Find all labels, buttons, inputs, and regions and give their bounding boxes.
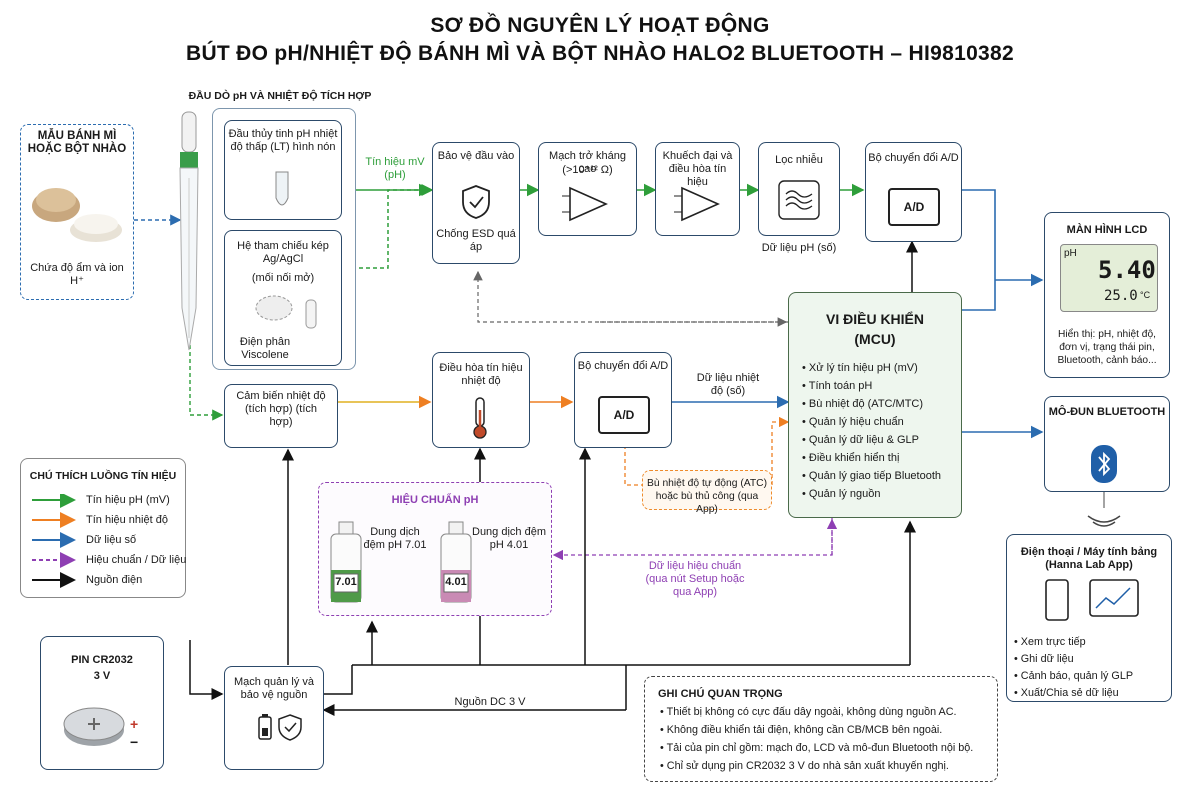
- mcu-item: Điều khiển hiển thị: [802, 452, 900, 464]
- diagram-title: SƠ ĐỒ NGUYÊN LÝ HOẠT ĐỘNG: [430, 14, 770, 37]
- shield-icon: [462, 185, 490, 219]
- legend-box: [20, 458, 186, 598]
- filter-title: Lọc nhiễu: [775, 154, 823, 166]
- legend-item: Hiệu chuẩn / Dữ liệu: [86, 554, 187, 566]
- diagram-subtitle: BÚT ĐO pH/NHIỆT ĐỘ BÁNH MÌ VÀ BỘT NHÀO H…: [185, 42, 1014, 65]
- battery-box: [40, 636, 164, 770]
- bluetooth-module-title: MÔ-ĐUN BLUETOOTH: [1048, 406, 1166, 418]
- bread-dough-illustration: [32, 188, 122, 242]
- legend-title: CHÚ THÍCH LUỒNG TÍN HIỆU: [29, 470, 177, 482]
- input-protection-title: Bảo vệ đầu vào: [437, 150, 515, 162]
- high-impedance-subtitle: (>10⁺¹² Ω): [562, 164, 613, 176]
- buffer-401-value: 4.01: [445, 576, 467, 588]
- buffer-701-label: Dung dịch đệm pH 7.01: [363, 526, 427, 551]
- legend-item: Dữ liệu số: [86, 534, 137, 546]
- legend-item: Tín hiệu pH (mV): [86, 494, 170, 506]
- battery-voltage: 3 V: [93, 670, 111, 682]
- amplifier-icon: [674, 186, 720, 222]
- lcd-title: MÀN HÌNH LCD: [1066, 224, 1148, 236]
- battery-minus: −: [130, 734, 139, 750]
- ph-data-label: Dữ liệu pH (số): [761, 242, 837, 254]
- amplifier-title: Khuếch đại và điều hòa tín hiệu: [662, 150, 733, 188]
- reference-title: Hệ tham chiếu kép Ag/AgCl: [237, 240, 329, 265]
- filter-wave-icon: [778, 180, 820, 220]
- electrolyte-label: Điện phân Viscolene: [239, 336, 291, 361]
- buffer-401-label: Dung dịch đệm pH 4.01: [472, 526, 546, 551]
- temp-sensor-title: Cảm biến nhiệt độ (tích hợp) (tích hợp): [236, 390, 326, 428]
- sample-title: MẪU BÁNH MÌ HOẶC BỘT NHÀO: [27, 130, 127, 155]
- power-manager-block: [224, 666, 324, 770]
- amplifier-block: [655, 142, 740, 236]
- glass-tip-icon: [275, 171, 289, 206]
- temp-sensor-block: [224, 384, 338, 448]
- lcd-temp-unit: °C: [1140, 290, 1151, 300]
- battery-plus: +: [130, 716, 139, 732]
- bluetooth-icon: [1091, 445, 1117, 483]
- lcd-temp-value: 25.0: [1104, 288, 1138, 304]
- input-protection-block: [432, 142, 520, 264]
- high-impedance-title: Mạch trở kháng cao: [549, 150, 626, 175]
- app-title: Điện thoại / Máy tính bảng (Hanna Lab Ap…: [1020, 546, 1158, 571]
- mcu-subtitle: (MCU): [854, 331, 896, 347]
- mcu-item: Quản lý dữ liệu & GLP: [802, 434, 919, 446]
- buffer-701-value: 7.01: [335, 576, 357, 588]
- filter-block: [758, 142, 840, 236]
- app-item: Ghi dữ liệu: [1014, 653, 1074, 665]
- thermometer-icon: [473, 397, 487, 439]
- mcu-item: Quản lý hiệu chuẩn: [802, 416, 904, 428]
- op-amp-icon: [562, 186, 608, 222]
- notes-title: GHI CHÚ QUAN TRỌNG: [658, 688, 783, 700]
- atc-note-box: [642, 470, 772, 510]
- temp-adc-chip-icon: A/D: [598, 396, 650, 434]
- app-item: Cảnh báo, quản lý GLP: [1014, 670, 1133, 682]
- mcu-item: Quản lý giao tiếp Bluetooth: [802, 470, 941, 482]
- note-item: Tải của pin chỉ gồm: mạch đo, LCD và mô-…: [660, 742, 974, 754]
- lcd-caption: Hiển thị: pH, nhiệt độ, đơn vị, trạng th…: [1057, 329, 1157, 366]
- temp-adc-title: Bộ chuyển đổi A/D: [577, 360, 669, 372]
- dc-power-label: Nguồn DC 3 V: [454, 696, 526, 708]
- reference-junction-icon: [255, 295, 317, 329]
- battery-title: PIN CR2032: [71, 654, 133, 666]
- probe-illustration: [179, 111, 199, 351]
- power-manager-title: Mạch quản lý và bảo vệ nguồn: [233, 676, 315, 701]
- buffer-bottle-701: [330, 521, 362, 603]
- buffer-bottle-401: [440, 521, 472, 603]
- lcd-screen: [1060, 244, 1158, 312]
- signal-mv-label: Tín hiệu mV (pH): [365, 156, 425, 181]
- app-item: Xem trực tiếp: [1014, 636, 1086, 648]
- note-item: Chỉ sử dụng pin CR2032 3 V do nhà sản xu…: [660, 760, 949, 772]
- coin-cell-icon: [63, 707, 125, 746]
- ph-adc-chip-icon: A/D: [888, 188, 940, 226]
- lcd-ph-label: pH: [1064, 248, 1077, 259]
- note-item: Không điều khiển tải điện, không cần CB/…: [660, 724, 943, 736]
- mcu-item: Bù nhiệt độ (ATC/MTC): [802, 398, 923, 410]
- mcu-item: Tính toán pH: [802, 380, 873, 392]
- mcu-item: Quản lý nguồn: [802, 488, 881, 500]
- atc-note-label: Bù nhiệt độ tự động (ATC) hoặc bù thủ cô…: [646, 478, 768, 515]
- legend-item: Tín hiệu nhiệt độ: [86, 514, 168, 526]
- calibration-title: HIỆU CHUẨN pH: [391, 494, 479, 506]
- high-impedance-block: [538, 142, 637, 236]
- lcd-ph-value: 5.40: [1098, 256, 1156, 284]
- ph-adc-title: Bộ chuyển đổi A/D: [868, 152, 959, 164]
- battery-shield-icon: [258, 714, 302, 741]
- reference-subtitle: (mối nối mở): [251, 272, 315, 284]
- mcu-title: VI ĐIỀU KHIỂN: [825, 311, 924, 327]
- calibration-data-label: Dữ liệu hiệu chuẩn (qua nút Setup hoặc q…: [645, 560, 745, 598]
- app-item: Xuất/Chia sẻ dữ liệu: [1014, 687, 1119, 699]
- temp-data-label: Dữ liệu nhiệt độ (số): [696, 372, 760, 397]
- glass-tip-label: Đầu thủy tinh pH nhiệt độ thấp (LT) hình…: [228, 128, 338, 153]
- phone-tablet-icon: [1045, 579, 1139, 621]
- note-item: Thiết bị không có cực đấu dây ngoài, khô…: [660, 706, 957, 718]
- probe-header: ĐẦU DÒ pH VÀ NHIỆT ĐỘ TÍCH HỢP: [188, 90, 372, 102]
- legend-swatches: [32, 494, 76, 588]
- sample-caption: Chứa độ ẩm và ion H⁺: [30, 262, 124, 287]
- mcu-item: Xử lý tín hiệu pH (mV): [802, 362, 918, 374]
- input-protection-subtitle: Chống ESD quá áp: [436, 228, 516, 253]
- legend-item: Nguồn điện: [86, 574, 143, 586]
- temp-conditioning-title: Điều hòa tín hiệu nhiệt độ: [439, 362, 523, 387]
